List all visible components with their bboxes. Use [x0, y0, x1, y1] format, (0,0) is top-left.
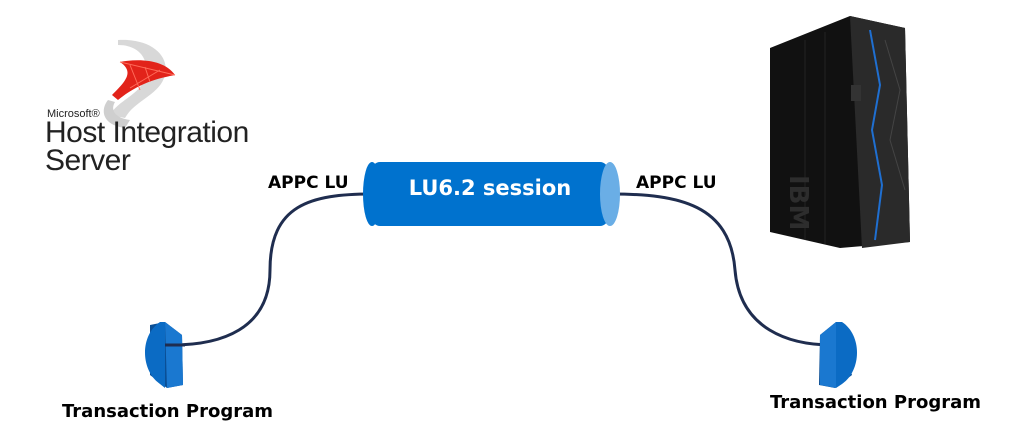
logo-product-line2: Server [45, 144, 131, 177]
session-cylinder [363, 162, 620, 226]
left-lu-label: APPC LU [268, 173, 349, 193]
left-program-label: Transaction Program [62, 401, 273, 422]
logo-product-line1: Host Integration [45, 116, 249, 149]
left-cable [171, 192, 373, 347]
svg-text:IBM: IBM [783, 175, 813, 230]
left-tp-icon [145, 322, 185, 388]
right-program-label: Transaction Program [770, 392, 981, 413]
ibm-mainframe-icon: IBM [770, 16, 910, 248]
session-label: LU6.2 session [408, 176, 572, 200]
right-cable [611, 192, 833, 347]
right-lu-label: APPC LU [636, 173, 717, 193]
logo-brand: Microsoft® [47, 108, 100, 120]
his-logo-icon [103, 39, 176, 128]
right-tp-icon [819, 322, 857, 388]
